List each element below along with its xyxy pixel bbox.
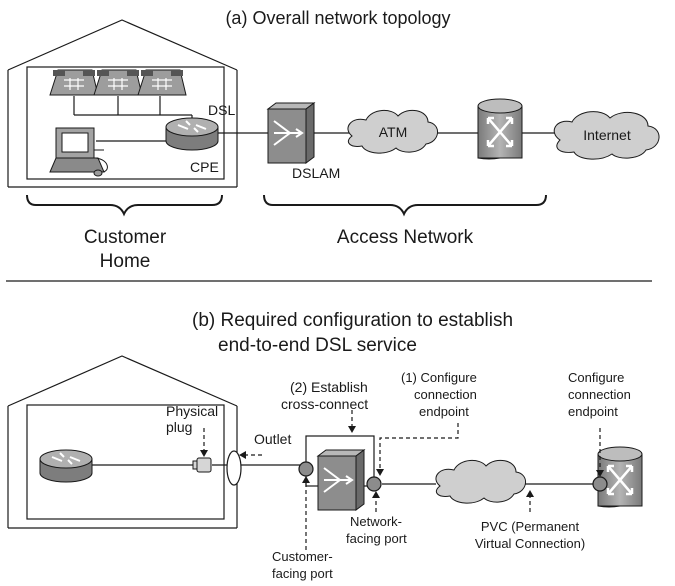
label-configure1-line3: endpoint — [419, 404, 469, 419]
callout-leaders — [203, 410, 601, 550]
label-pvc-line2: Virtual Connection) — [475, 536, 585, 551]
label-customer-port-line2: facing port — [272, 566, 333, 581]
label-physical-plug-line1: Physical — [166, 403, 218, 419]
label-configure1-line2: connection — [414, 387, 477, 402]
telephone-icon — [49, 69, 99, 96]
label-network-port-line1: Network- — [350, 514, 402, 529]
dslam-icon — [317, 449, 365, 511]
label-pvc-line1: PVC (Permanent — [481, 519, 580, 534]
label-configure2-line2: connection — [568, 387, 631, 402]
internet-cloud-icon — [553, 111, 660, 160]
label-customer-home-line1: Customer — [84, 227, 167, 248]
label-customer-port-line1: Customer- — [272, 549, 333, 564]
label-configure1-line1: (1) Configure — [401, 370, 477, 385]
label-outlet: Outlet — [254, 431, 291, 447]
part-a-title: (a) Overall network topology — [225, 8, 450, 28]
customer-facing-port-icon — [298, 461, 314, 477]
label-configure2-line1: Configure — [568, 370, 624, 385]
brace-access-network — [263, 194, 547, 217]
dslam-icon — [267, 102, 315, 164]
label-establish-line2: cross-connect — [281, 396, 368, 412]
atm-cloud-icon — [347, 109, 438, 154]
telephone-icon — [137, 69, 187, 96]
part-b-title-line1: (b) Required configuration to establish — [192, 310, 513, 331]
label-internet: Internet — [583, 127, 631, 143]
computer-icon — [49, 127, 108, 177]
part-b-title-line2: end-to-end DSL service — [218, 335, 417, 356]
outlet-icon — [226, 450, 242, 486]
atm-switch-icon — [596, 445, 644, 509]
cpe-router-icon — [39, 449, 93, 483]
label-atm: ATM — [379, 124, 408, 140]
callout-arrowheads — [200, 426, 604, 498]
label-dsl: DSL — [208, 102, 235, 118]
connection-endpoint-icon — [592, 476, 608, 492]
label-dslam: DSLAM — [292, 165, 340, 181]
label-physical-plug-line2: plug — [166, 419, 192, 435]
label-customer-home-line2: Home — [100, 251, 151, 272]
atm-cloud-icon — [435, 459, 526, 504]
label-establish-line1: (2) Establish — [290, 379, 368, 395]
brace-customer-home — [26, 194, 223, 217]
plug-icon — [192, 457, 212, 473]
label-access-network: Access Network — [337, 227, 474, 248]
cpe-router-icon — [165, 117, 219, 151]
customer-house-b — [7, 355, 238, 529]
label-cpe: CPE — [190, 159, 219, 175]
customer-house-a — [7, 19, 238, 188]
label-configure2-line3: endpoint — [568, 404, 618, 419]
label-network-port-line2: facing port — [346, 531, 407, 546]
telephone-icon — [93, 69, 143, 96]
network-facing-port-icon — [366, 476, 382, 492]
atm-switch-icon — [476, 97, 524, 161]
